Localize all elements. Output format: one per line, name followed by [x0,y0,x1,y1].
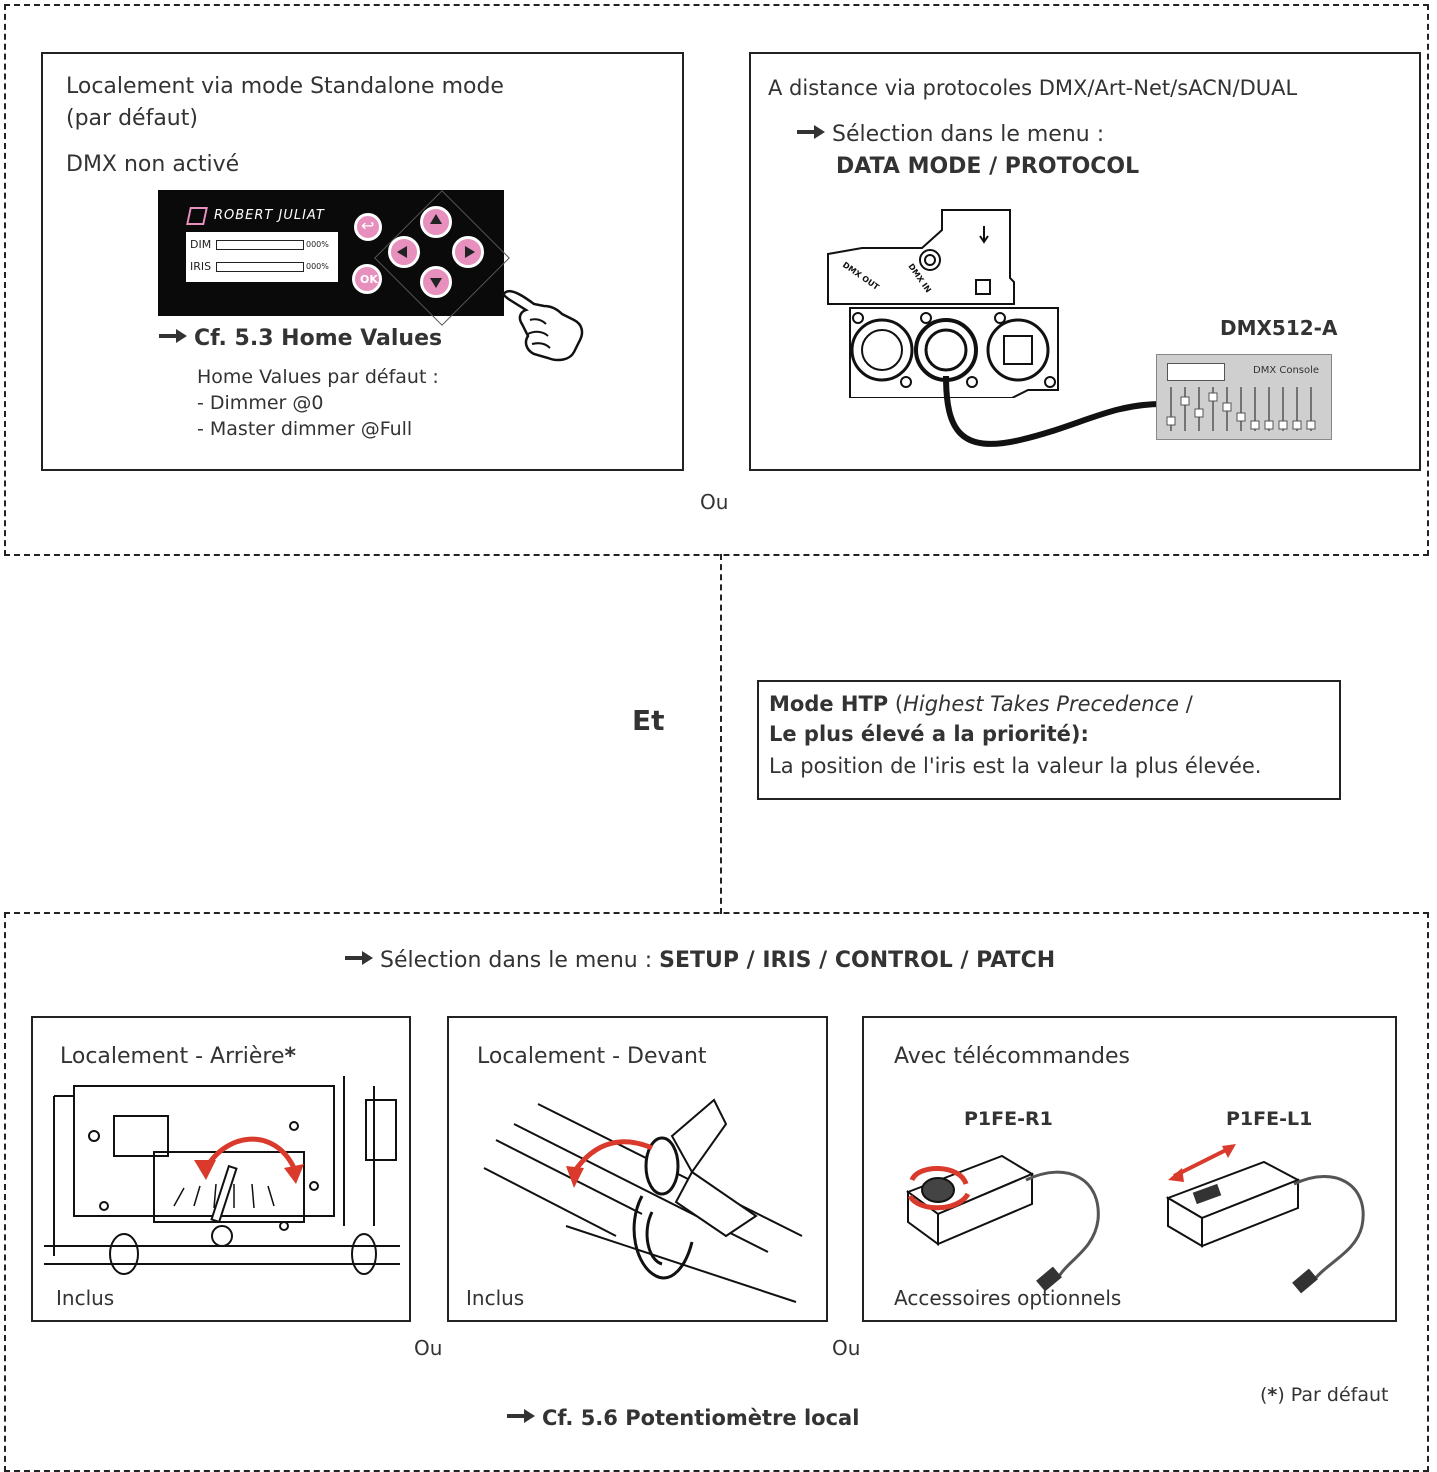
and-label: Et [632,704,665,737]
iris-percent: 000% [306,262,329,271]
left-arrow-icon [397,246,407,258]
up-button[interactable] [420,206,452,238]
front-included: Inclus [466,1286,525,1310]
dim-bar [216,240,304,250]
htp-italic: Highest Takes Precedence [903,692,1180,716]
default-note-star: * [1267,1384,1278,1406]
bottom-menu-line: Sélection dans le menu : SETUP / IRIS / … [344,948,1055,973]
home-values-ref-text: Cf. 5.3 Home Values [194,326,443,351]
htp-desc: La position de l'iris est la valeur la p… [769,754,1262,778]
rear-potentiometer-illustration [44,1076,400,1275]
remote-protocol-title: A distance via protocoles DMX/Art-Net/sA… [768,76,1298,100]
menu-line: Sélection dans le menu : [796,122,1104,147]
rear-included: Inclus [56,1286,115,1310]
home-values-title: Home Values par défaut : [197,366,439,388]
standalone-line1: Localement via mode Standalone mode [66,74,504,99]
down-arrow-icon [430,278,442,288]
ok-label: OK [360,273,378,286]
rear-local-box [31,1016,411,1322]
down-button[interactable] [420,266,452,298]
home-values-ref[interactable]: Cf. 5.3 Home Values [158,326,442,351]
iris-label: IRIS [190,260,212,273]
right-arrow-icon [506,1408,536,1424]
brand-name: ROBERT JULIAT [214,208,325,223]
right-arrow-icon [796,124,826,140]
console-faders [1166,387,1316,431]
front-local-title: Localement - Devant [477,1044,707,1069]
remote-r1-label: P1FE-R1 [964,1108,1053,1130]
home-values-item1: - Dimmer @0 [197,392,324,414]
remote-l1-illustration [1165,1144,1365,1294]
htp-mode: Mode HTP [769,692,889,716]
top-dashed-frame [4,4,1429,556]
remote-l1-label: P1FE-L1 [1226,1108,1313,1130]
dmx-standard-label: DMX512-A [1220,316,1338,340]
middle-dashed-connector [720,554,722,914]
dmx-cable [943,375,1163,447]
rear-local-title-text: Localement - Arrière [60,1044,285,1069]
left-button[interactable] [388,236,420,268]
default-note-close: ) Par défaut [1277,1384,1389,1406]
standalone-line2: (par défaut) [66,106,198,131]
brand-logo-icon [186,207,208,225]
remote-title: Avec télécommandes [894,1044,1131,1069]
or-top: Ou [700,490,729,514]
remote-r1-illustration [905,1154,1100,1292]
rear-local-star: * [284,1044,297,1069]
htp-paren: ( [888,692,904,716]
home-values-item2: - Master dimmer @Full [197,418,413,440]
or-bottom-2: Ou [832,1336,861,1360]
optional-accessories: Accessoires optionnels [894,1286,1122,1310]
control-panel: ROBERT JULIAT DIM 000% IRIS 000% ↩ OK [158,190,510,326]
iris-bar [216,262,304,272]
up-arrow-icon [430,214,442,224]
htp-slash: / [1179,692,1193,716]
pointing-hand-icon [502,289,584,362]
right-button[interactable] [452,236,484,268]
htp-line1: Mode HTP (Highest Takes Precedence / [769,692,1193,716]
dmx-console: DMX Console [1156,354,1332,440]
back-button[interactable]: ↩ [354,213,382,241]
right-arrow-icon [344,950,374,966]
dim-label: DIM [190,238,212,251]
connector-plate-illustration: DMX OUT DMX IN [827,209,1059,398]
htp-box [757,680,1341,800]
right-arrow-icon [158,328,188,344]
data-mode-path: DATA MODE / PROTOCOL [836,154,1140,179]
front-local-box [447,1016,828,1322]
default-note: (*) Par défaut [1260,1384,1388,1406]
panel-display: DIM 000% IRIS 000% [186,232,338,282]
front-potentiometer-illustration [483,1098,803,1303]
or-bottom-1: Ou [414,1336,443,1360]
htp-line2: Le plus élevé a la priorité): [769,722,1089,746]
default-note-open: ( [1260,1384,1268,1406]
bottom-menu-path: SETUP / IRIS / CONTROL / PATCH [659,948,1056,973]
bottom-menu-prefix: Sélection dans le menu : [380,948,660,973]
menu-line-text: Sélection dans le menu : [832,122,1105,147]
console-label: DMX Console [1253,365,1320,376]
dim-percent: 000% [306,240,329,249]
potentiometer-ref-text: Cf. 5.6 Potentiomètre local [542,1406,860,1430]
console-screen [1167,363,1225,381]
dmx-not-active: DMX non activé [66,152,240,177]
rear-local-title: Localement - Arrière* [60,1044,296,1069]
back-arrow-icon: ↩ [361,216,375,235]
potentiometer-ref[interactable]: Cf. 5.6 Potentiomètre local [506,1406,859,1430]
ok-button[interactable]: OK [352,264,382,294]
right-arrow-icon [465,246,475,258]
